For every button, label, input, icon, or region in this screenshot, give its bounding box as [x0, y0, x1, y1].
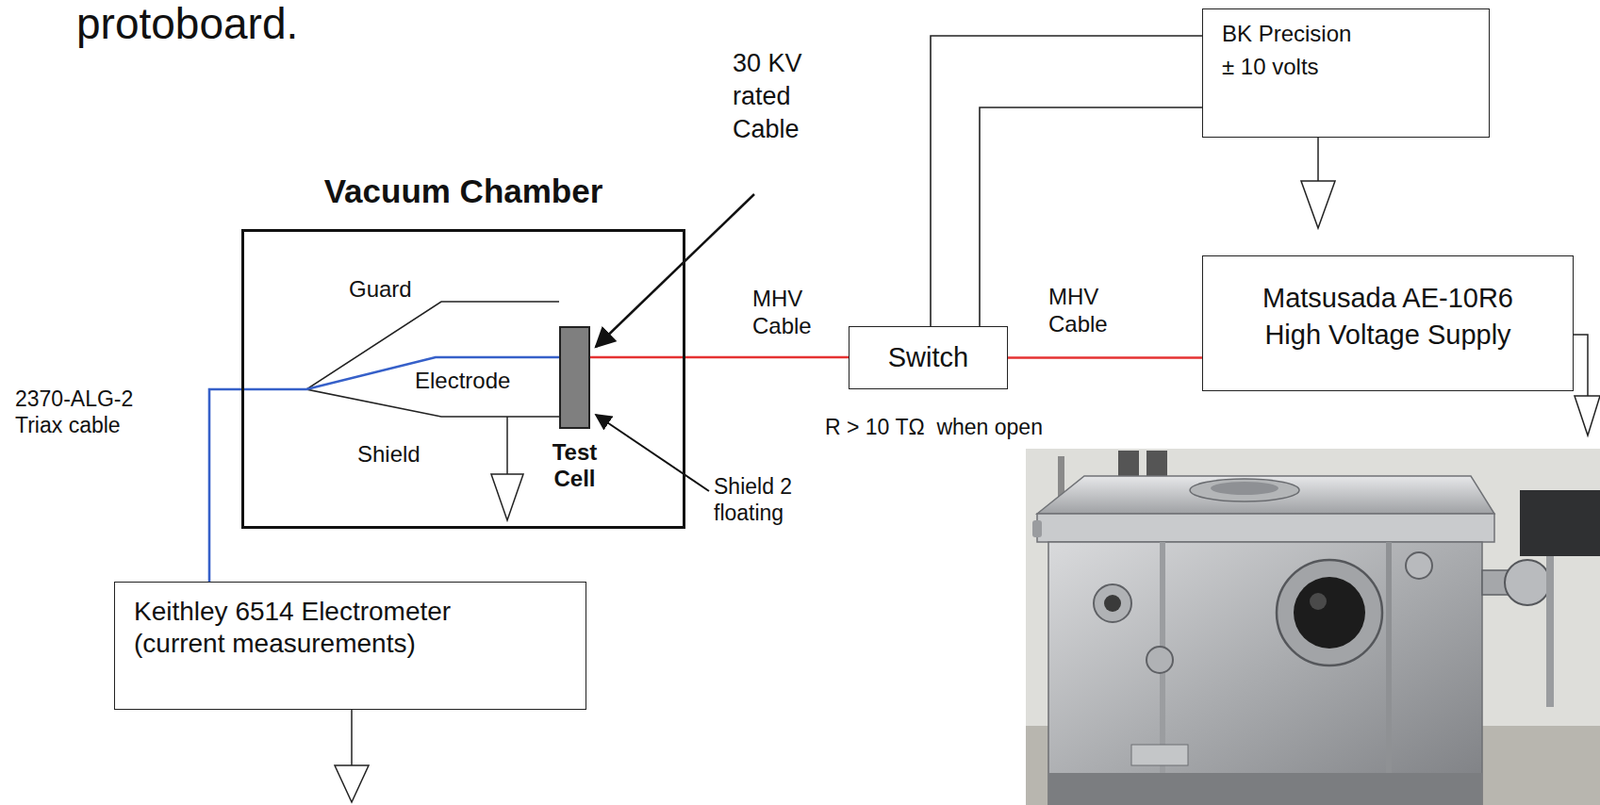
chamber-photo — [1025, 448, 1600, 805]
ground-symbol — [334, 709, 369, 803]
test-cell-label: Test Cell — [552, 439, 598, 492]
chamber-photo — [1093, 584, 1132, 623]
test-cell: Test Cell — [559, 326, 591, 429]
switch-label: Switch — [888, 341, 969, 375]
chamber-photo — [1131, 744, 1188, 766]
ground-symbol — [491, 474, 524, 521]
ground-symbol — [1301, 181, 1336, 229]
chamber-photo — [1293, 577, 1366, 649]
instrument-note: (current measurements) — [133, 627, 416, 660]
ground-symbol — [1573, 334, 1588, 396]
chamber-photo — [1276, 560, 1383, 666]
chamber-photo — [1025, 448, 1600, 805]
chamber-photo — [1048, 542, 1483, 805]
chamber-photo — [1546, 556, 1554, 708]
control-wire — [930, 35, 1203, 327]
chamber-photo — [1104, 594, 1122, 612]
cable-callout: 30 KV rated Cable — [732, 47, 827, 147]
switch-box: Switch — [848, 326, 1008, 390]
triax-cable — [209, 357, 560, 582]
callout-note: Shield 2 floating — [713, 474, 809, 527]
cable-label: MHV Cable — [1048, 283, 1108, 339]
supply-range: ± 10 volts — [1221, 53, 1320, 82]
chamber-photo — [1146, 646, 1173, 674]
chamber-photo — [1032, 520, 1042, 538]
part-label: Electrode — [414, 367, 511, 396]
chamber-title: Vacuum Chamber — [244, 171, 683, 212]
leader-arrow — [595, 194, 755, 347]
ground-symbol — [1574, 395, 1600, 436]
ground-symbol — [491, 416, 524, 521]
ground-symbol — [506, 416, 509, 475]
chamber-photo — [1037, 476, 1495, 514]
part-label: Guard — [348, 276, 413, 304]
ground-symbol — [334, 765, 369, 803]
chamber-photo — [1048, 773, 1483, 805]
ground-symbol — [350, 709, 353, 766]
chamber-photo — [1519, 490, 1600, 557]
instrument-box: Keithley 6514 Electrometer(current measu… — [114, 581, 587, 710]
part-label: Shield — [357, 441, 421, 469]
ground-symbol — [1317, 137, 1320, 182]
resistance-note: R > 10 TΩ when open — [824, 414, 1043, 442]
slide-heading-fragment: protoboard. — [76, 0, 298, 49]
chamber-photo — [1146, 450, 1168, 478]
chamber-photo — [1504, 560, 1551, 606]
leader-arrow — [595, 414, 710, 492]
chamber-photo — [1210, 481, 1279, 495]
supply-name: BK Precision — [1221, 20, 1352, 49]
ground-symbol — [1573, 334, 1600, 436]
chamber-photo — [1037, 513, 1495, 543]
cable-label: 2370-ALG-2 Triax cable — [15, 386, 148, 439]
chamber-photo — [1309, 593, 1327, 611]
chamber-photo — [1118, 450, 1139, 478]
ground-symbol — [1301, 137, 1336, 229]
chamber-photo — [1189, 478, 1300, 502]
mhv-cable — [1007, 356, 1203, 359]
supply-name: Matsusada AE-10R6 — [1262, 281, 1514, 315]
supply-box: BK Precision ± 10 volts — [1202, 8, 1490, 138]
chamber-photo — [1385, 542, 1392, 805]
instrument-name: Keithley 6514 Electrometer — [133, 595, 451, 628]
mhv-cable — [590, 356, 849, 359]
cable-label: MHV Cable — [752, 285, 812, 341]
supply-type: High Voltage Supply — [1264, 318, 1511, 352]
chamber-photo — [1405, 552, 1433, 579]
supply-box: Matsusada AE-10R6High Voltage Supply — [1202, 255, 1574, 392]
